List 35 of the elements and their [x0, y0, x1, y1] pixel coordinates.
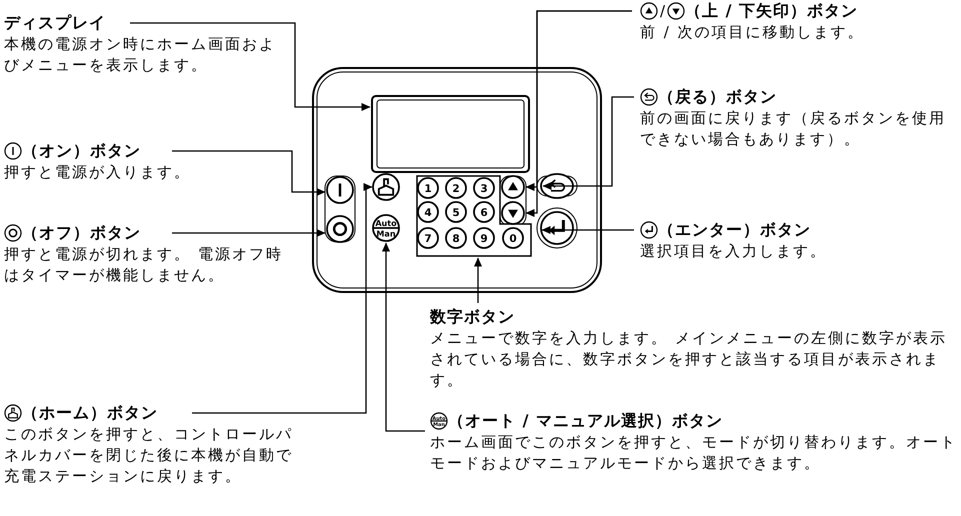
- separator-slash: /: [660, 1, 666, 22]
- control-panel-body: [312, 67, 602, 293]
- display-screen: [371, 95, 530, 173]
- callout-heading: （オン）ボタン: [22, 140, 141, 162]
- callout-description: 前 / 次の項目に移動します。: [640, 22, 866, 43]
- callout-description: 押すと電源が入ります。: [4, 162, 192, 183]
- leader-line: [542, 96, 634, 190]
- callout-description: 本機の電源オン時にホーム画面およびメニューを表示します。: [4, 34, 277, 76]
- callout-heading: （ホーム）ボタン: [22, 402, 158, 424]
- callout-heading: ディスプレイ: [4, 12, 106, 34]
- callout-description: メニューで数字を入力します。 メインメニューの左側に数字が表示されている場合に、数字ボタンを押すと該当する項目が表示されます。: [430, 328, 948, 391]
- leader-line: [474, 258, 482, 303]
- enter-button: [536, 208, 578, 248]
- leader-line: [172, 229, 326, 237]
- home-button: [372, 173, 400, 201]
- back-button: [540, 173, 574, 199]
- leader-line: [542, 226, 634, 234]
- callout-heading: 数字ボタン: [430, 306, 515, 328]
- auto-manual-button: Auto Man: [372, 214, 400, 242]
- callout-heading: （上 / 下矢印）ボタン: [685, 0, 858, 22]
- callout-description: このボタンを押すと、コントロールパネルカバーを閉じた後に本機が自動で充電ステーションに戻ります。: [4, 424, 294, 487]
- leader-line: [130, 22, 370, 111]
- callout-heading: （オフ）ボタン: [22, 222, 141, 244]
- power-on-button: [326, 176, 354, 204]
- leader-line: [192, 183, 372, 414]
- callout-description: ホーム画面でこのボタンを押すと、モードが切り替わります。オートモードおよびマニュアルモードから選択できます。: [430, 432, 958, 474]
- power-off-button: [326, 215, 354, 243]
- callout-heading: （戻る）ボタン: [658, 86, 777, 108]
- leader-line: [382, 242, 425, 432]
- callout-description: 押すと電源が切れます。 電源オフ時はタイマーが機能しません。: [4, 244, 284, 286]
- leader-line: [172, 150, 326, 196]
- callout-description: 前の画面に戻ります（戻るボタンを使用できない場合もあります）。: [640, 108, 947, 150]
- callout-heading: （オート / マニュアル選択）ボタン: [448, 410, 723, 432]
- callout-description: 選択項目を入力します。: [640, 241, 828, 262]
- callout-heading: （エンター）ボタン: [658, 219, 811, 241]
